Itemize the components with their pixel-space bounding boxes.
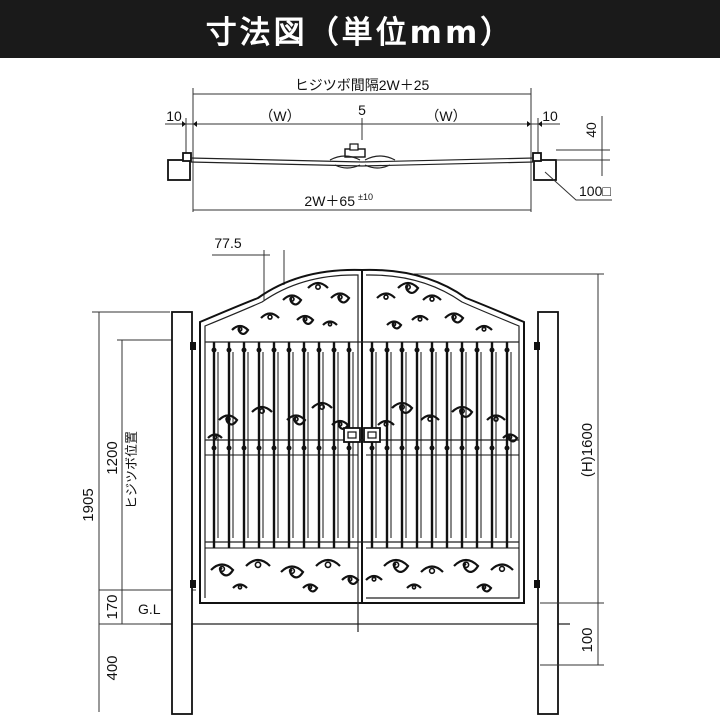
left-leaf-width-label: （W） — [259, 108, 300, 124]
total-height-label: 1905 — [80, 488, 97, 521]
post-size-label: 100□ — [579, 183, 611, 199]
offset-label: 40 — [583, 122, 599, 138]
ground-clearance-label: 170 — [104, 594, 121, 619]
gate-bars — [211, 342, 512, 548]
ground-level-label: G.L — [138, 601, 161, 617]
hinge-interval-label: ヒジツボ間隔2W＋25 — [295, 77, 430, 93]
hinge-height-label: 1200 — [104, 441, 121, 474]
left-edge-label: 10 — [166, 108, 182, 124]
bottom-gap-label: 100 — [579, 627, 596, 652]
plan-view: ヒジツボ間隔2W＋25 10 10 （W） （W） 5 4 — [165, 77, 612, 212]
right-edge-label: 10 — [542, 108, 558, 124]
page-title: 寸法図（単位mm） — [0, 0, 720, 58]
center-gap-label: 5 — [358, 102, 366, 118]
latch-plan — [329, 143, 396, 169]
embedment-label: 400 — [104, 655, 121, 680]
elevation-view: 77.5 1905 1200 ヒジツボ位置 170 G.L 400 (H)160… — [80, 235, 604, 715]
center-lock — [343, 427, 381, 443]
gate-height-label: (H)1600 — [579, 423, 596, 477]
right-post — [537, 311, 559, 715]
total-width-label: 2W＋65 — [304, 193, 355, 209]
tolerance-label: ±10 — [358, 192, 373, 202]
gate-scrollwork — [205, 281, 519, 593]
left-post — [171, 311, 193, 715]
left-post-plan — [167, 159, 191, 181]
post-size-leader — [544, 171, 612, 201]
gate-leaves — [199, 268, 525, 632]
hinge-position-label: ヒジツボ位置 — [124, 431, 139, 509]
right-leaf-width-label: （W） — [425, 108, 466, 124]
arch-offset-label: 77.5 — [214, 235, 241, 251]
right-post-plan — [533, 159, 557, 181]
